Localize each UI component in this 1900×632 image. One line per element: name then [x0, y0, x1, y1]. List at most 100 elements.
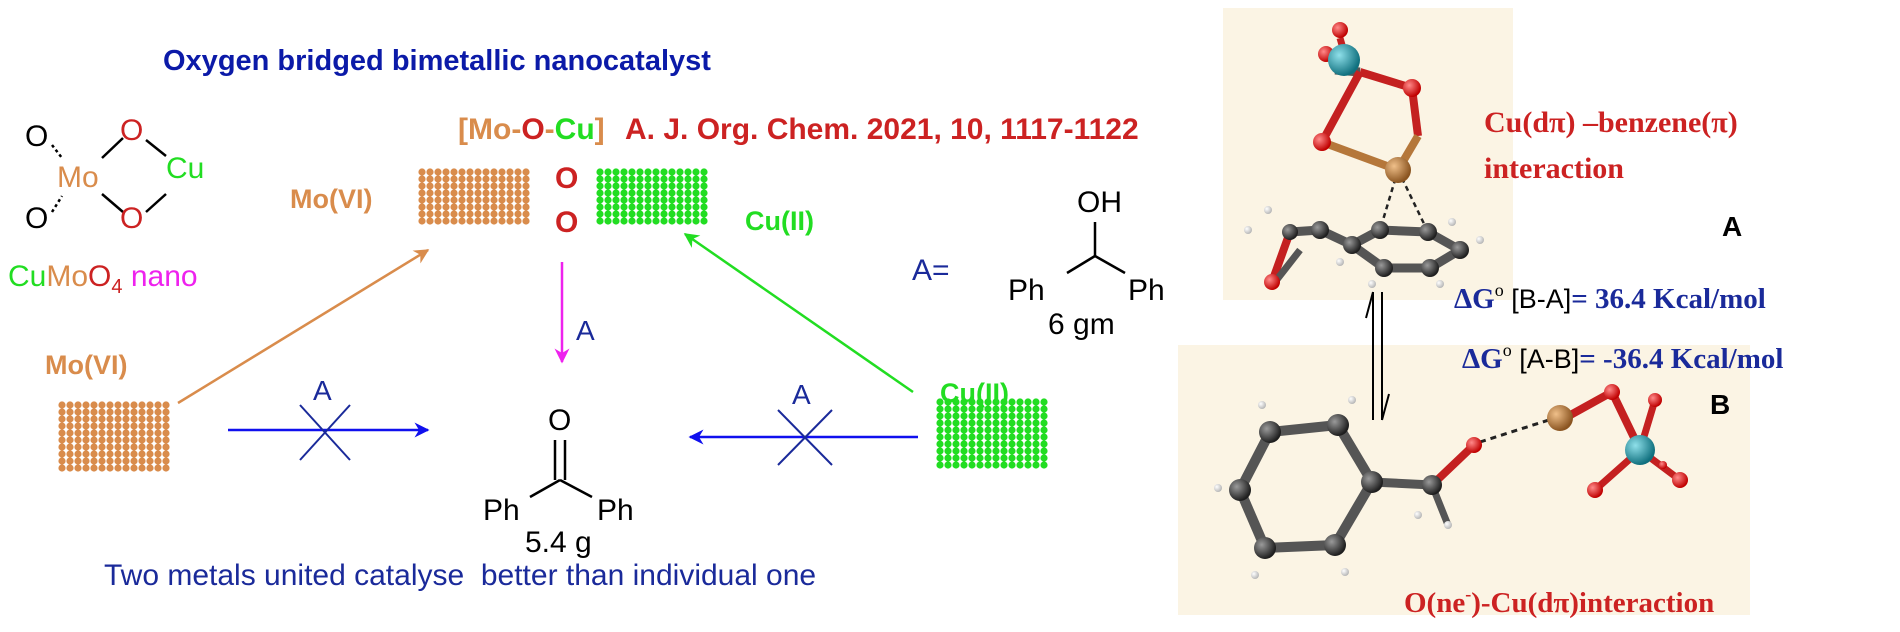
- nanorod-dot: [114, 408, 122, 416]
- nanorod-dot: [1040, 461, 1048, 469]
- nanorod-dot: [944, 419, 952, 427]
- nanorod-dot: [434, 168, 442, 176]
- nanorod-dot: [636, 217, 644, 225]
- nanorod-dot: [604, 217, 612, 225]
- nanorod-dot: [984, 440, 992, 448]
- nanorod-dot: [968, 426, 976, 434]
- nanorod-dot: [442, 175, 450, 183]
- nanorod-dot: [522, 189, 530, 197]
- nanorod-dot: [514, 196, 522, 204]
- nanorod-dot: [628, 196, 636, 204]
- nanorod-dot: [154, 401, 162, 409]
- nanorod-dot: [636, 168, 644, 176]
- nanorod-dot: [1016, 405, 1024, 413]
- nanorod-dot: [506, 182, 514, 190]
- nanorod-dot: [944, 440, 952, 448]
- nanorod-dot: [612, 182, 620, 190]
- nanorod-dot: [1032, 433, 1040, 441]
- nanorod-dot: [612, 175, 620, 183]
- nanorod-dot: [162, 422, 170, 430]
- nanorod-dot: [620, 196, 628, 204]
- nanorod-dot: [628, 175, 636, 183]
- nanorod-dot: [434, 196, 442, 204]
- nanorod-dot: [1016, 454, 1024, 462]
- nanorod-dot: [1016, 433, 1024, 441]
- nanorod-dot: [418, 196, 426, 204]
- nanorod-dot: [968, 405, 976, 413]
- molecular-model-b: [1214, 384, 1688, 579]
- nanorod-dot: [66, 450, 74, 458]
- nanorod-dot: [66, 436, 74, 444]
- nanorod-dot: [498, 196, 506, 204]
- nanorod-dot: [628, 210, 636, 218]
- nanorod-dot: [506, 189, 514, 197]
- nanorod-dot: [692, 196, 700, 204]
- nanorod-dot: [466, 189, 474, 197]
- model-label-b: B: [1710, 389, 1730, 420]
- nanorod-dot: [450, 203, 458, 211]
- nanorod-dot: [498, 189, 506, 197]
- nanorod-dot: [114, 422, 122, 430]
- nanorod-dot: [652, 182, 660, 190]
- nanorod-dot: [114, 429, 122, 437]
- cu-atom-label: Cu: [166, 152, 204, 185]
- nanorod-dot: [1000, 412, 1008, 420]
- nanorod-dot: [154, 408, 162, 416]
- nanorod-dot: [98, 415, 106, 423]
- nanorod-dot: [474, 210, 482, 218]
- nanorod-dot: [466, 203, 474, 211]
- nanorod-dot: [82, 415, 90, 423]
- nanorod-dot: [1008, 398, 1016, 406]
- nanorod-dot: [458, 196, 466, 204]
- nanorod-dot: [514, 189, 522, 197]
- nanorod-dot: [434, 210, 442, 218]
- nanorod-dot: [952, 426, 960, 434]
- nanorod-dot: [984, 426, 992, 434]
- nanorod-dot: [162, 436, 170, 444]
- cu-nanorod-array-top: [596, 168, 708, 225]
- nanorod-dot: [1000, 447, 1008, 455]
- nanorod-dot: [482, 217, 490, 225]
- nanorod-dot: [1024, 461, 1032, 469]
- nanorod-dot: [644, 217, 652, 225]
- nanorod-dot: [58, 450, 66, 458]
- nanorod-dot: [58, 429, 66, 437]
- nanorod-dot: [146, 443, 154, 451]
- nanorod-dot: [992, 433, 1000, 441]
- nanorod-dot: [146, 415, 154, 423]
- nanorod-dot: [692, 168, 700, 176]
- nanorod-dot: [1032, 461, 1040, 469]
- nanorod-dot: [426, 196, 434, 204]
- nanorod-dot: [976, 419, 984, 427]
- nanorod-dot: [636, 189, 644, 197]
- nanorod-dot: [458, 189, 466, 197]
- nanorod-dot: [442, 203, 450, 211]
- nanorod-dot: [952, 398, 960, 406]
- nanorod-dot: [700, 168, 708, 176]
- nanorod-dot: [482, 196, 490, 204]
- nanorod-dot: [1040, 440, 1048, 448]
- nanorod-dot: [692, 175, 700, 183]
- nanorod-dot: [604, 189, 612, 197]
- product-o: O: [548, 404, 571, 437]
- nanorod-dot: [1024, 412, 1032, 420]
- nanorod-dot: [1008, 454, 1016, 462]
- nanorod-dot: [426, 210, 434, 218]
- nanorod-dot: [122, 422, 130, 430]
- nanorod-dot: [58, 464, 66, 472]
- nanorod-dot: [596, 182, 604, 190]
- nanorod-dot: [952, 419, 960, 427]
- nanorod-dot: [490, 182, 498, 190]
- nanorod-dot: [1024, 433, 1032, 441]
- nanorod-dot: [98, 422, 106, 430]
- nanorod-dot: [106, 415, 114, 423]
- mo-atom-label: Mo: [57, 161, 99, 194]
- nanorod-dot: [138, 422, 146, 430]
- nanorod-dot: [522, 203, 530, 211]
- nanorod-dot: [82, 422, 90, 430]
- nanorod-dot: [636, 182, 644, 190]
- nanorod-dot: [952, 412, 960, 420]
- nanorod-dot: [450, 168, 458, 176]
- nanorod-dot: [82, 450, 90, 458]
- mo-nanorod-array-left: [58, 401, 170, 472]
